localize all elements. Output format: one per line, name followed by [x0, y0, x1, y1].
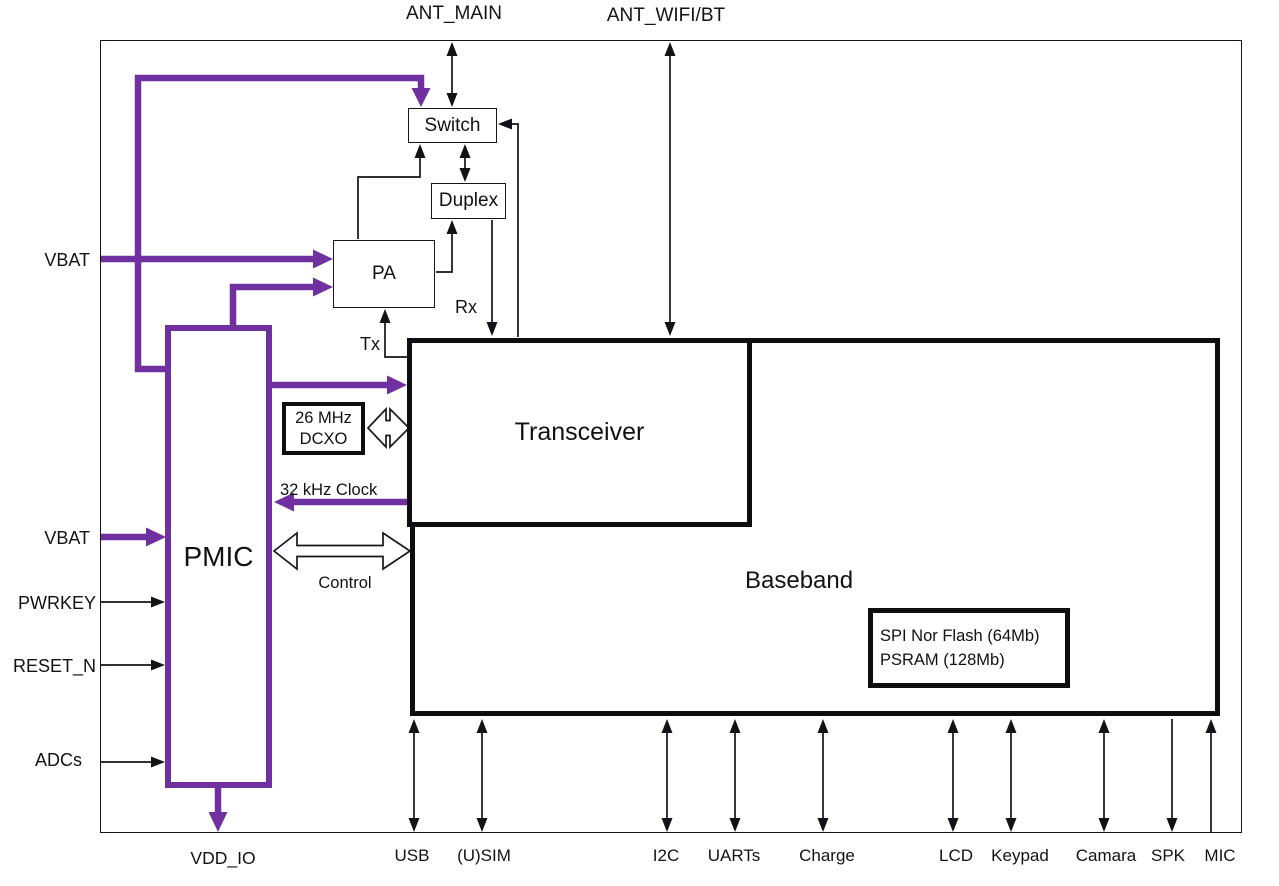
pmic-label: PMIC	[183, 540, 254, 572]
vbat-trunk-power-line	[134, 74, 431, 373]
duplex-block: Duplex	[431, 183, 506, 219]
pmic-to-pa-power-line	[229, 277, 333, 327]
uarts-connector	[729, 719, 741, 832]
pmic-block: PMIC	[165, 325, 272, 788]
lcd-connector	[947, 719, 959, 832]
pa-label: PA	[372, 263, 396, 284]
transceiver-block: Transceiver	[407, 338, 752, 527]
usb-label: USB	[394, 846, 430, 865]
mic-connector	[1205, 719, 1217, 832]
spk-label: SPK	[1150, 846, 1186, 865]
board-outline	[100, 40, 1242, 833]
dcxo-freq-label: 26 MHz	[295, 408, 352, 427]
lcd-label: LCD	[938, 846, 973, 865]
adcs-label: ADCs	[34, 750, 82, 770]
mic-label: MIC	[1204, 846, 1236, 865]
dcxo-name-label: DCXO	[299, 429, 348, 448]
pwrkey-label: PWRKEY	[17, 593, 96, 613]
memory-psram-label: PSRAM (128Mb)	[880, 651, 1005, 669]
spk-connector	[1166, 719, 1178, 832]
pa-to-duplex-connector	[436, 220, 458, 273]
dcxo-block: 26 MHz DCXO	[282, 402, 365, 455]
dcxo-transceiver-bus-arrow	[366, 406, 411, 450]
tx-connector	[379, 309, 409, 358]
i2c-connector	[661, 719, 673, 832]
baseband-label: Baseband	[745, 567, 854, 594]
memory-flash-label: SPI Nor Flash (64Mb)	[880, 627, 1040, 645]
clock-32k-line	[274, 492, 409, 512]
ant-wifi-bt-connector	[664, 42, 676, 336]
switch-duplex-connector	[459, 144, 471, 182]
transceiver-to-switch-connector	[498, 118, 519, 337]
switch-block: Switch	[408, 108, 497, 143]
tx-label: Tx	[360, 334, 380, 354]
ant-main-connector	[446, 42, 458, 107]
vbat-to-pmic-power-line	[101, 527, 166, 547]
duplex-label: Duplex	[438, 190, 499, 211]
reset-n-label: RESET_N	[12, 656, 96, 676]
ant-main-label: ANT_MAIN	[405, 3, 503, 24]
control-label: Control	[318, 574, 372, 592]
uarts-label: UARTs	[707, 846, 761, 865]
vdd-io-label: VDD_IO	[190, 848, 256, 868]
keypad-label: Keypad	[991, 846, 1049, 865]
switch-label: Switch	[424, 114, 481, 136]
rx-label: Rx	[455, 297, 477, 317]
camara-connector	[1098, 719, 1110, 832]
usim-label: (U)SIM	[457, 846, 511, 865]
pmic-to-transceiver-power-line	[272, 375, 407, 395]
control-bus-arrow	[272, 531, 412, 571]
pa-to-switch-connector	[357, 144, 426, 239]
charge-label: Charge	[799, 846, 855, 865]
camara-label: Camara	[1075, 846, 1137, 865]
duplex-rx-connector	[486, 220, 498, 336]
memory-block: SPI Nor Flash (64Mb) PSRAM (128Mb)	[868, 608, 1070, 688]
vbat-top-label: VBAT	[44, 250, 90, 270]
pwrkey-connector	[101, 596, 165, 608]
pa-block: PA	[333, 240, 435, 308]
vbat-mid-label: VBAT	[44, 528, 90, 548]
vdd-io-power-line	[208, 782, 228, 832]
clock-32k-label: 32 kHz Clock	[280, 481, 378, 499]
usb-connector	[408, 719, 420, 832]
ant-wifi-bt-label: ANT_WIFI/BT	[606, 5, 726, 26]
usim-connector	[476, 719, 488, 832]
keypad-connector	[1005, 719, 1017, 832]
adcs-connector	[101, 756, 165, 768]
transceiver-label: Transceiver	[514, 418, 645, 446]
i2c-label: I2C	[652, 846, 680, 865]
charge-connector	[817, 719, 829, 832]
reset-n-connector	[101, 659, 165, 671]
